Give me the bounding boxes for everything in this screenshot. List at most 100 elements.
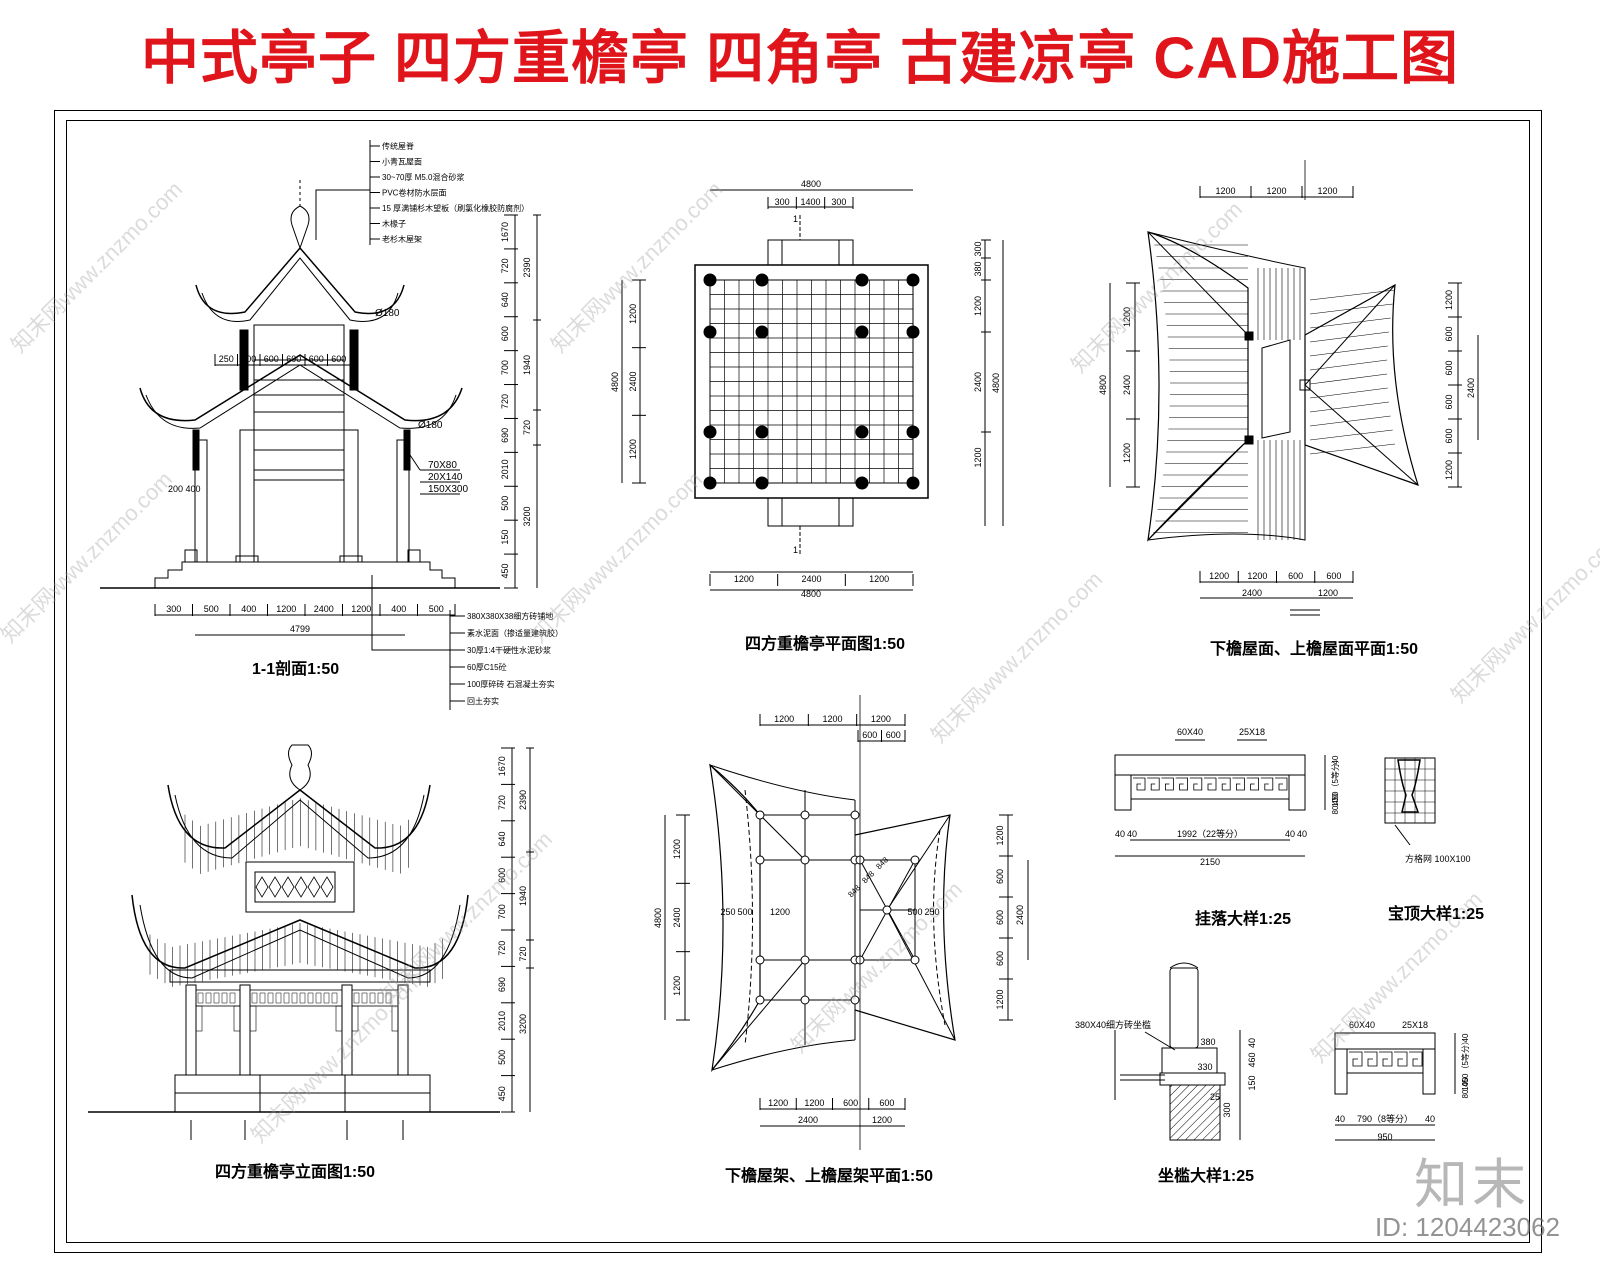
section-top-dim: 250 xyxy=(219,354,234,364)
zuokan-fret-dim: 60X40 xyxy=(1349,1020,1375,1030)
caption-section: 1-1剖面1:50 xyxy=(252,661,340,678)
floor-layer-note: 30厚1:4干硬性水泥砂浆 xyxy=(467,645,551,655)
frame-top-dim: 600 xyxy=(886,730,901,740)
guaroo-right-dim: 450（5等分） xyxy=(1330,755,1340,805)
section-top-dim: 600 xyxy=(309,354,324,364)
floor-layer-notes: 380X380X38细方砖铺地素水泥面（掺适量建筑胶）30厚1:4干硬性水泥砂浆… xyxy=(450,611,563,706)
frame-right-dim: 600 xyxy=(995,951,1005,966)
frame-inner-dim: 500 xyxy=(737,907,752,917)
elevation-right-dim: 690 xyxy=(497,977,507,992)
column-marker xyxy=(855,476,869,490)
elevation-right-total: 2390 xyxy=(518,790,528,810)
frame-node xyxy=(755,955,765,965)
column-marker xyxy=(906,476,920,490)
frame-bottom-dim: 1200 xyxy=(768,1098,788,1108)
section-bottom-dim: 300 xyxy=(166,604,181,614)
roof-layer-note: 30~70厚 M5.0混合砂浆 xyxy=(382,172,464,182)
roof-top-dim: 1200 xyxy=(1215,186,1235,196)
section-side-dim: 200 400 xyxy=(168,484,201,494)
section-top-dim: 500 xyxy=(241,354,256,364)
guaroo-dim: 40 xyxy=(1115,829,1125,839)
column-marker xyxy=(755,273,769,287)
frame-bottom-dim: 600 xyxy=(843,1098,858,1108)
elevation-right-dim: 700 xyxy=(497,904,507,919)
zuokan-fret-dim: 40 xyxy=(1335,1114,1345,1124)
sheet-outer-border xyxy=(54,110,1542,1253)
section-right-dim: 150 xyxy=(500,530,510,545)
frame-right-dim: 1200 xyxy=(995,989,1005,1009)
frame-left-dim: 1200 xyxy=(672,839,682,859)
caption-elevation: 四方重檐亭立面图1:50 xyxy=(215,1164,376,1181)
guaroo-right-dim: 100 xyxy=(1331,793,1340,807)
roof-bottom-dim: 1200 xyxy=(1318,588,1338,598)
zuokan-fret-dim: 790（8等分） xyxy=(1357,1113,1413,1124)
zuokan-label: 380X40细方砖坐槛 xyxy=(1075,1019,1151,1030)
roof-right-dim: 1200 xyxy=(1444,460,1454,480)
elevation-right-total: 3200 xyxy=(518,1014,528,1034)
column-marker xyxy=(755,425,769,439)
zuokan-dim: 460 xyxy=(1247,1052,1257,1067)
roof-layer-note: 小青瓦屋面 xyxy=(382,157,422,167)
member-label: 150X300 xyxy=(428,484,468,495)
zuokan-dim: 40 xyxy=(1247,1038,1257,1048)
sheet-inner-border xyxy=(66,120,1530,1243)
zuokan-fret-right-dim: 450（5等分） xyxy=(1460,1037,1470,1087)
brand-mark: 知末 xyxy=(1414,1153,1530,1216)
frame-node xyxy=(850,810,860,820)
frame-bottom-dim: 600 xyxy=(879,1098,894,1108)
section-bottom-dim: 2400 xyxy=(314,604,334,614)
column-marker xyxy=(755,476,769,490)
plan-right-dim: 2400 xyxy=(973,372,983,392)
frame-top-dim: 600 xyxy=(862,730,877,740)
plan-top-dim: 300 xyxy=(775,197,790,207)
elevation-right-dim: 600 xyxy=(497,868,507,883)
elevation-right-dim: 640 xyxy=(497,831,507,846)
frame-node xyxy=(800,855,810,865)
title-banner: 中式亭子 四方重檐亭 四角亭 古建凉亭 CAD施工图 xyxy=(139,25,1459,93)
frame-left-dim: 2400 xyxy=(672,907,682,927)
frame-node xyxy=(882,905,892,915)
member-label: 70X80 xyxy=(428,460,457,471)
section-bottom-dim: 1200 xyxy=(276,604,296,614)
roof-bottom-dim: 1200 xyxy=(1209,571,1229,581)
frame-right-dim: 600 xyxy=(995,869,1005,884)
caption-frame-plan: 下檐屋架、上檐屋架平面1:50 xyxy=(725,1168,934,1185)
roof-right-total: 2400 xyxy=(1466,378,1476,398)
guaroo-total: 2150 xyxy=(1200,857,1220,867)
roof-left-dim: 1200 xyxy=(1122,307,1132,327)
roof-layer-note: PVC卷材防水层面 xyxy=(382,188,446,198)
guaroo-right-dim: 40 xyxy=(1331,755,1340,764)
caption-roof-plan: 下檐屋面、上檐屋面平面1:50 xyxy=(1210,641,1419,658)
zuokan-dim: 300 xyxy=(1222,1102,1232,1117)
elevation-right-total: 1940 xyxy=(518,886,528,906)
section-bottom-dim: 500 xyxy=(429,604,444,614)
frame-inner-dim: 250 xyxy=(720,907,735,917)
guaroo-right-dim: 80 xyxy=(1331,805,1340,814)
elevation-view: 1670720640600700720690201050045023901940… xyxy=(88,744,534,1140)
floor-layer-note: 回土夯实 xyxy=(467,696,499,706)
roof-left-total: 4800 xyxy=(1098,375,1108,395)
section-right-dim: 2010 xyxy=(500,459,510,479)
frame-bottom-dim: 1200 xyxy=(804,1098,824,1108)
plan-left-total: 4800 xyxy=(610,372,620,392)
section-top-dim: 600 xyxy=(331,354,346,364)
frame-node xyxy=(910,955,920,965)
floor-layer-note: 380X380X38细方砖铺地 xyxy=(467,611,553,621)
column-marker xyxy=(906,425,920,439)
section-bottom-dim: 400 xyxy=(391,604,406,614)
elevation-right-dim: 1670 xyxy=(497,756,507,776)
section-top-dim: 600 xyxy=(264,354,279,364)
plan-bottom-dim: 1200 xyxy=(734,574,754,584)
caption-guaroo: 挂落大样1:25 xyxy=(1195,911,1292,928)
resource-id: ID: 1204423062 xyxy=(1374,1212,1560,1242)
section-right-dim: 600 xyxy=(500,326,510,341)
roof-right-dim: 600 xyxy=(1444,326,1454,341)
